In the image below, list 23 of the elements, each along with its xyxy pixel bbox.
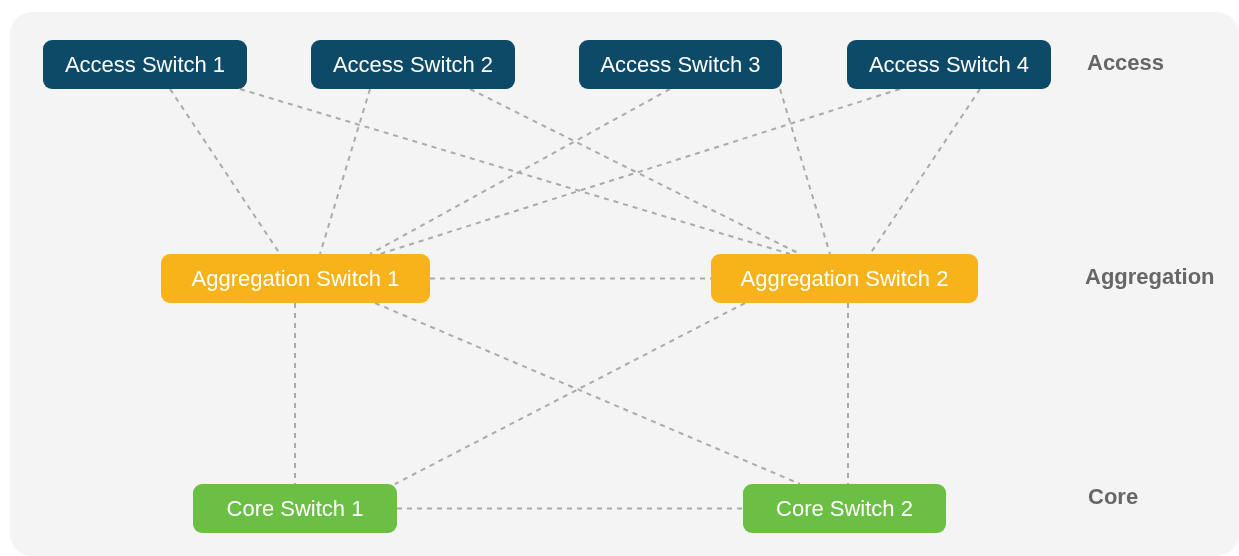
tier-label: Core	[1088, 484, 1139, 510]
switch-box: Access Switch 3	[579, 40, 782, 89]
connector-line	[169, 88, 281, 255]
switch-box: Access Switch 4	[847, 40, 1051, 89]
connector-line	[239, 88, 791, 255]
connector-line	[394, 302, 746, 485]
connector-line	[374, 302, 801, 485]
switch-box: Aggregation Switch 1	[161, 254, 430, 303]
switch-box: Core Switch 1	[193, 484, 397, 533]
connector-line	[396, 507, 744, 510]
connector-line	[847, 302, 849, 485]
connector-line	[779, 88, 831, 255]
connector-line	[369, 88, 671, 255]
connector-line	[869, 88, 981, 255]
tier-label: Aggregation	[1085, 264, 1215, 290]
tier-label: Access	[1087, 50, 1165, 76]
switch-box: Aggregation Switch 2	[711, 254, 978, 303]
connector-line	[319, 88, 371, 255]
switch-box: Access Switch 2	[311, 40, 515, 89]
switch-box: Core Switch 2	[743, 484, 946, 533]
switch-box: Access Switch 1	[43, 40, 247, 89]
connector-line	[294, 302, 296, 485]
connector-line	[379, 88, 901, 255]
